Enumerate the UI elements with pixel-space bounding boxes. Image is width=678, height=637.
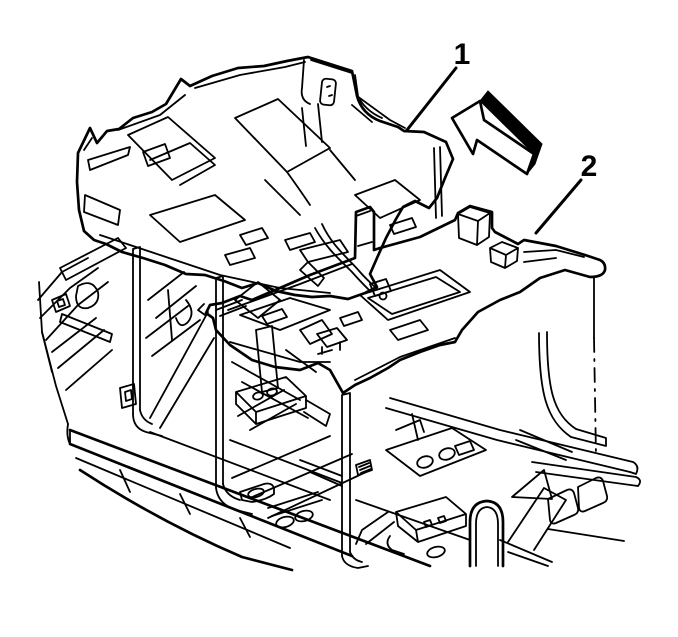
alignment-projection-line — [593, 276, 597, 457]
front-carpet-outline — [75, 55, 455, 301]
rear-carpet-drawing — [197, 204, 607, 395]
callout-2-leader — [534, 178, 583, 235]
vehicle-underbody-drawing — [37, 146, 641, 572]
callout-1-label: 1 — [454, 38, 471, 71]
direction-arrow-icon — [450, 90, 543, 176]
rear-carpet-outline — [204, 204, 607, 395]
callout-2-label: 2 — [581, 150, 598, 183]
front-carpet-drawing — [75, 55, 455, 301]
callout-1-leader — [405, 66, 458, 132]
callouts: 1 2 — [405, 38, 598, 235]
